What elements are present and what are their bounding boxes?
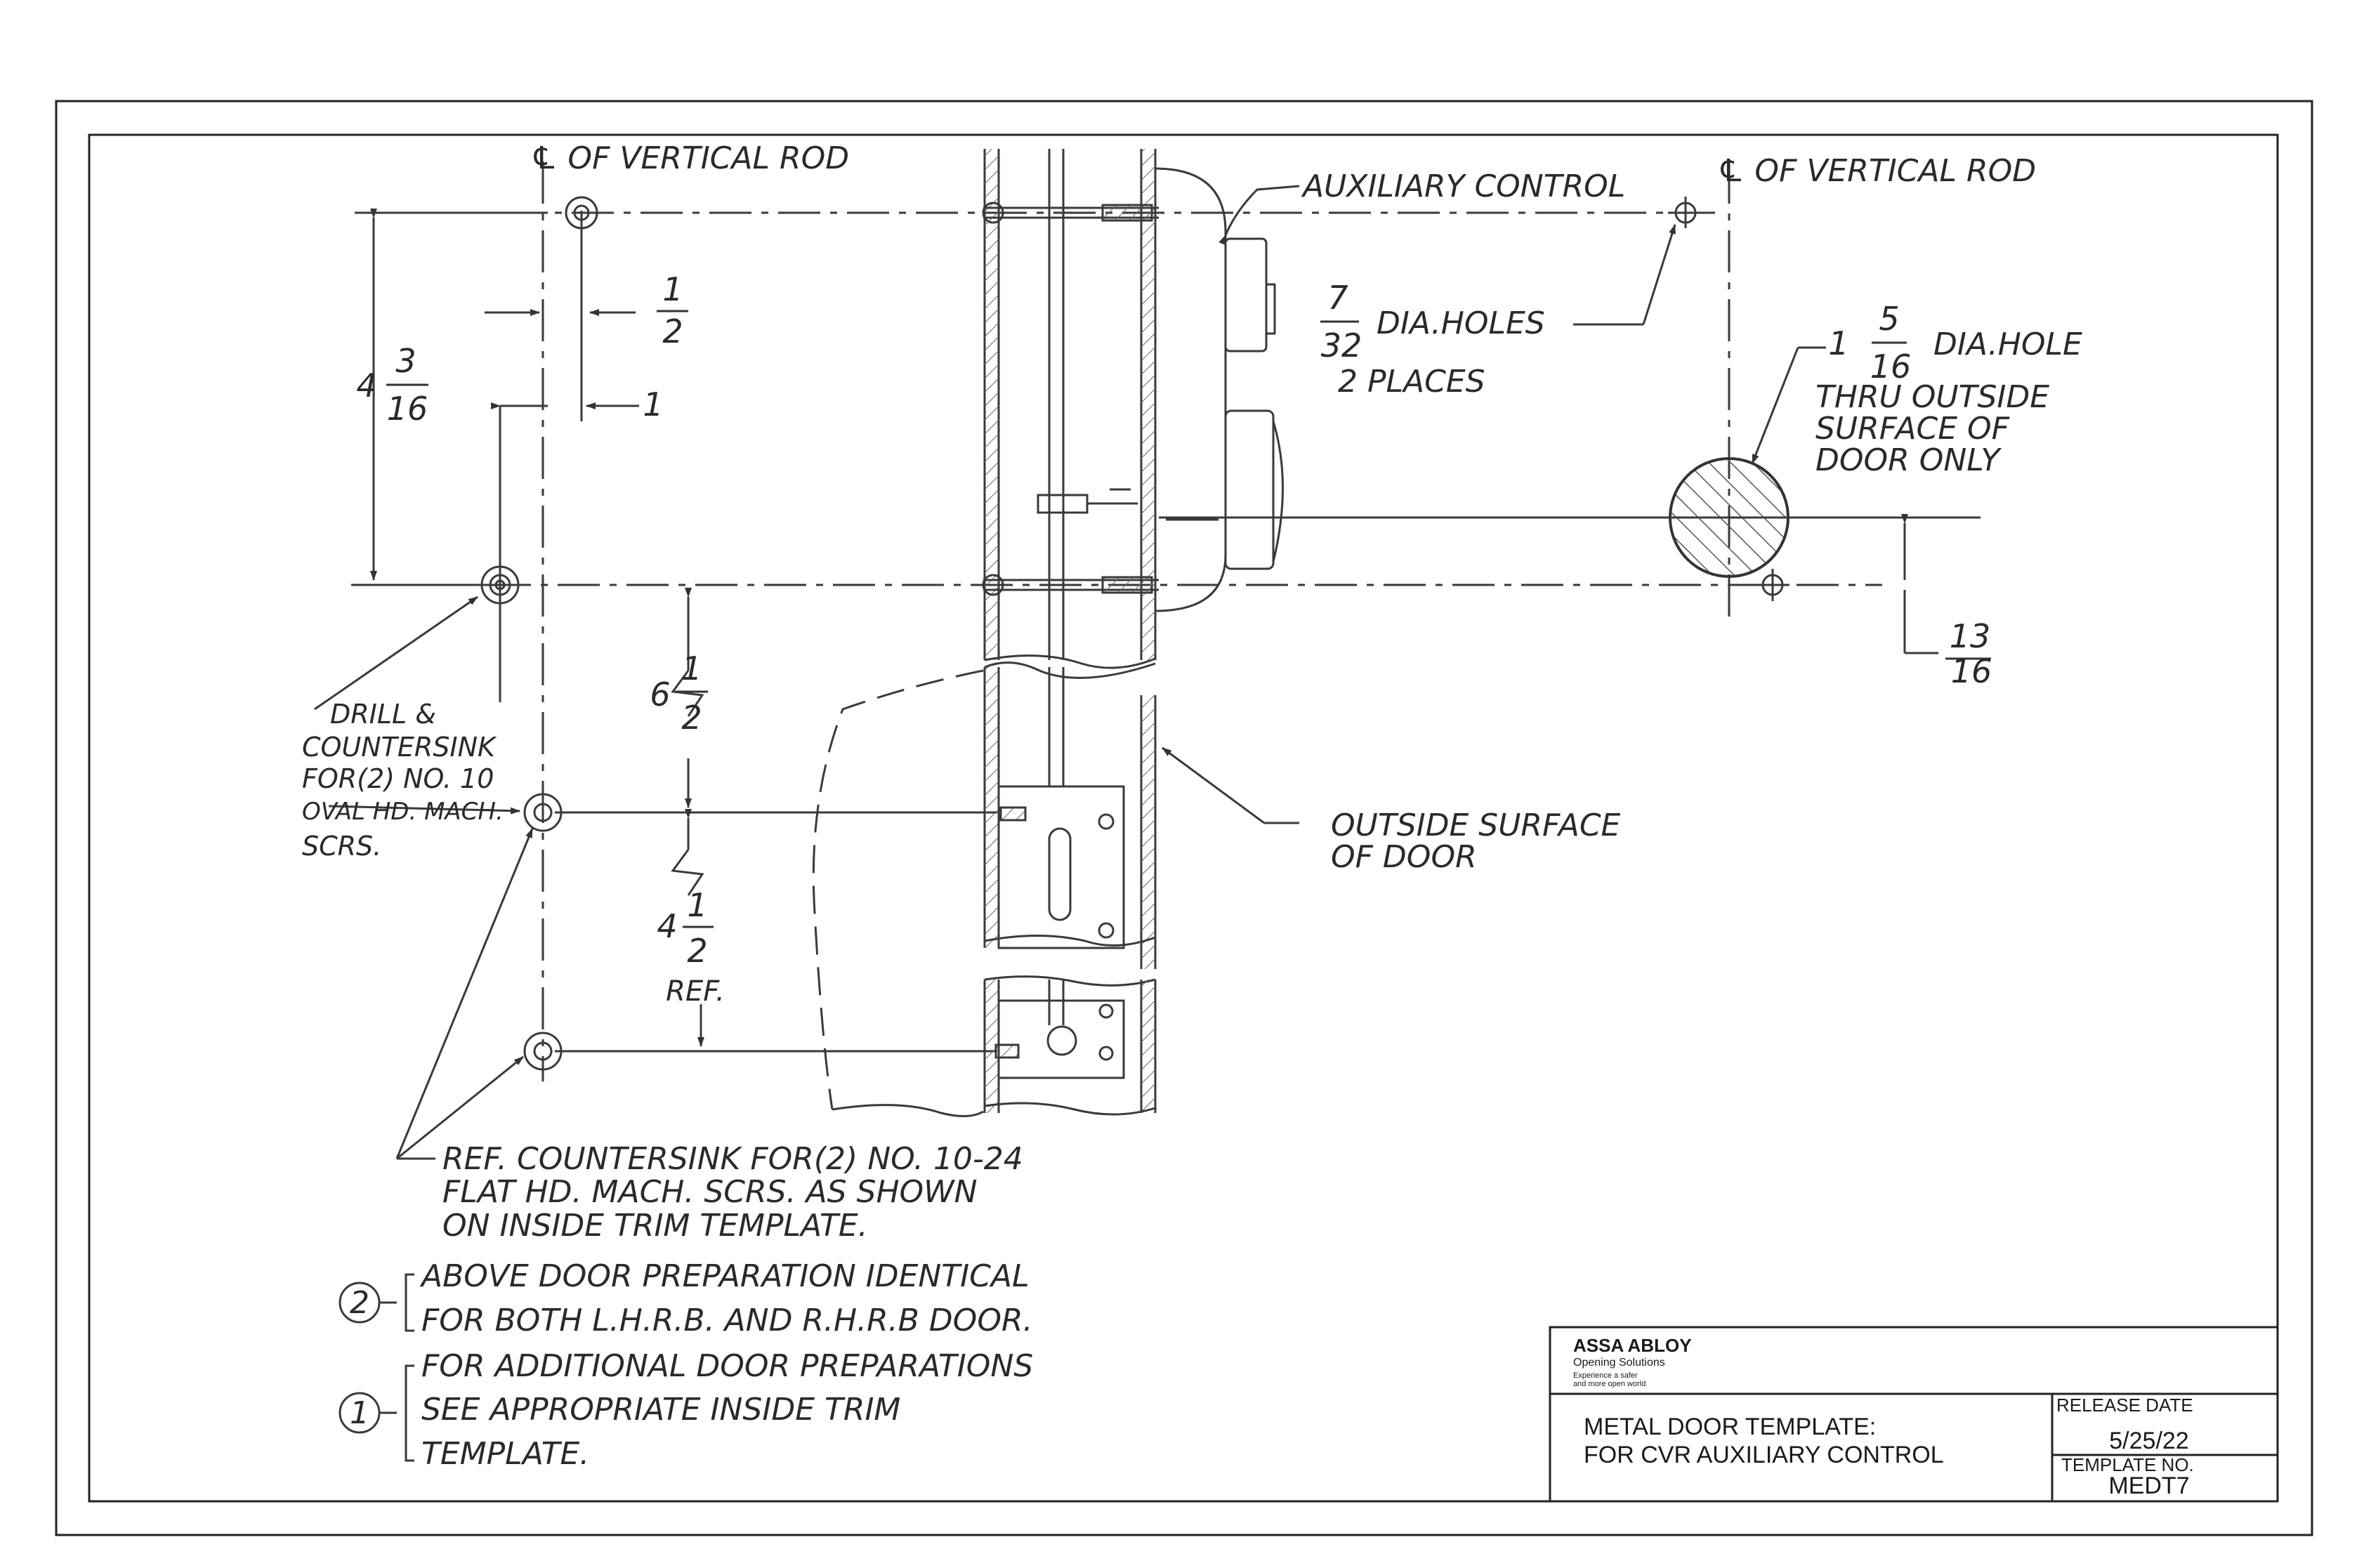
holes-label-2: 2 PLACES — [1338, 364, 1485, 400]
dim-4b-ref: REF. — [666, 975, 725, 1008]
cl-rod-right-label: ℄ OF VERTICAL ROD — [1717, 153, 2036, 189]
note-1-line-2: SEE APPROPRIATE INSIDE TRIM — [421, 1392, 900, 1428]
drill-label-1: DRILL & — [330, 699, 436, 730]
dim-1-5-16-whole: 1 — [1828, 324, 1848, 362]
door-section-upper — [982, 149, 1159, 669]
dim-13-16-num: 13 — [1950, 617, 1991, 655]
title-block: ASSA ABLOY Opening Solutions Experience … — [1549, 1326, 2279, 1503]
outer-frame — [55, 100, 2313, 1536]
brand-tagline-1: Experience a safer — [1573, 1371, 1638, 1380]
template-no-label: TEMPLATE NO. — [2061, 1454, 2194, 1475]
ref-label-1: REF. COUNTERSINK FOR(2) NO. 10-24 — [442, 1141, 1023, 1177]
dim-4b-whole: 4 — [657, 907, 677, 945]
hole-drill-countersink — [480, 565, 520, 605]
brand-sub: Opening Solutions — [1573, 1357, 1665, 1369]
dim-1-5-16-num: 5 — [1879, 300, 1899, 338]
outside-surface-label-2: OF DOOR — [1331, 839, 1477, 875]
template-title-line-1: METAL DOOR TEMPLATE: — [1584, 1414, 1876, 1440]
drill-label-3: FOR(2) NO. 10 — [302, 763, 494, 794]
holes-label-1: DIA.HOLES — [1377, 305, 1545, 341]
dim-half-den: 2 — [662, 312, 683, 350]
dim-4-3-16-den: 16 — [387, 390, 428, 428]
dim-4-3-16-whole: 4 — [356, 367, 376, 404]
note-2-line-2: FOR BOTH L.H.R.B. AND R.H.R.B DOOR. — [421, 1303, 1033, 1338]
outside-surface-label-1: OUTSIDE SURFACE — [1331, 808, 1621, 843]
big-hole-label-2: THRU OUTSIDE — [1815, 379, 2049, 415]
template-title-line-2: FOR CVR AUXILIARY CONTROL — [1584, 1442, 1944, 1468]
dim-4b-num: 1 — [687, 886, 707, 924]
big-hole-label-3: SURFACE OF — [1815, 411, 2010, 447]
hole-small-lower-right — [1756, 569, 1789, 601]
door-section-lower — [983, 661, 1157, 1116]
cl-rod-left-label: ℄ OF VERTICAL ROD — [530, 140, 849, 176]
hole-bottom-left — [523, 1032, 563, 1071]
dim-half-num: 1 — [662, 270, 683, 308]
inner-frame — [88, 133, 2279, 1503]
dim-13-16-den: 16 — [1951, 652, 1992, 690]
dim-6-whole: 6 — [650, 676, 670, 713]
note-1-line-3: TEMPLATE. — [421, 1436, 589, 1472]
dim-1-5-16-den: 16 — [1870, 348, 1912, 386]
trim-outline-dashed — [812, 669, 984, 1110]
brand-logo: ASSA ABLOY — [1573, 1335, 1692, 1356]
hole-top-left — [565, 196, 598, 230]
ref-label-2: FLAT HD. MACH. SCRS. AS SHOWN — [442, 1174, 978, 1210]
release-date-label: RELEASE DATE — [2056, 1395, 2193, 1416]
hole-mid-left — [523, 793, 563, 832]
note-2-line-1: ABOVE DOOR PREPARATION IDENTICAL — [419, 1258, 1029, 1294]
note-1-line-1: FOR ADDITIONAL DOOR PREPARATIONS — [421, 1348, 1033, 1384]
dim-7-32-den: 32 — [1321, 327, 1362, 364]
big-hole-label-4: DOOR ONLY — [1815, 442, 2002, 478]
note-2-marker: 2 — [350, 1285, 369, 1321]
dim-4b-den: 2 — [687, 932, 707, 970]
template-no-value: MEDT7 — [2108, 1473, 2189, 1499]
ref-label-3: ON INSIDE TRIM TEMPLATE. — [442, 1208, 868, 1244]
brand-tagline-2: and more open world — [1573, 1380, 1646, 1388]
dim-7-32-num: 7 — [1327, 279, 1348, 317]
drill-label-5: SCRS. — [302, 831, 381, 862]
aux-control-label: AUXILIARY CONTROL — [1301, 169, 1625, 204]
dim-6-num: 1 — [681, 650, 702, 687]
dim-4-3-16-num: 3 — [395, 342, 416, 380]
dim-6-den: 2 — [681, 699, 702, 737]
big-hole-label-1: DIA.HOLE — [1933, 327, 2082, 362]
note-1-marker: 1 — [350, 1395, 369, 1431]
dim-one: 1 — [643, 386, 663, 423]
auxiliary-control-body — [1155, 167, 1284, 612]
hole-7-32-right — [1668, 197, 1703, 228]
drill-label-2: COUNTERSINK — [302, 732, 497, 763]
release-date-value: 5/25/22 — [2109, 1428, 2188, 1454]
drill-label-4: OVAL HD. MACH. — [302, 798, 504, 826]
